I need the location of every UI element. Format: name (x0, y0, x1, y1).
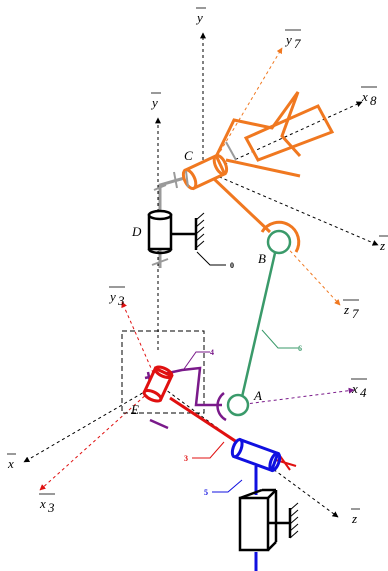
detail-box (121, 330, 205, 414)
svg-text:y: y (150, 95, 158, 110)
red-link (142, 365, 297, 471)
svg-text:x: x (7, 456, 14, 471)
axis-label-x4: x 4 (351, 378, 367, 400)
svg-text:z: z (343, 302, 349, 317)
leader-part-3 (192, 441, 225, 459)
axis-x3 (39, 383, 159, 491)
prismatic-base (238, 488, 292, 552)
part-number-0: 0 (230, 261, 234, 270)
point-label-b: B (258, 251, 266, 266)
svg-text:8: 8 (370, 93, 377, 108)
svg-text:y: y (108, 289, 116, 304)
svg-text:7: 7 (294, 36, 301, 51)
point-label-d: D (131, 224, 142, 239)
axis-label-y-top: y (195, 7, 206, 25)
svg-text:x: x (351, 381, 358, 396)
orange-link (181, 91, 335, 253)
axis-x-left (23, 383, 159, 463)
point-label-e: E (130, 402, 139, 417)
point-label-c: C (184, 148, 193, 163)
svg-text:x: x (361, 89, 368, 104)
svg-text:4: 4 (360, 385, 367, 400)
ground-d-hatch (195, 212, 205, 249)
axis-label-x3: x 3 (39, 493, 55, 515)
leader-part-5 (212, 479, 243, 493)
axis-y3 (121, 301, 159, 385)
axis-label-z-right: z (379, 235, 388, 253)
part-number-6: 6 (298, 344, 302, 353)
leader-part-4 (183, 351, 210, 370)
svg-text:x: x (39, 496, 46, 511)
point-label-a: A (253, 388, 262, 403)
axis-z-bottom (157, 383, 339, 518)
axis-label-z7: z 7 (343, 299, 359, 321)
axis-x8 (207, 101, 363, 173)
green-link (226, 229, 292, 417)
svg-text:y: y (284, 32, 292, 47)
axis-label-y7: y 7 (284, 29, 301, 51)
axis-label-x8: x 8 (361, 86, 377, 108)
axis-z-right (207, 171, 379, 246)
svg-text:3: 3 (47, 500, 55, 515)
axis-x4 (237, 387, 355, 406)
part-number-3: 3 (184, 454, 188, 463)
svg-text:y: y (195, 10, 203, 25)
svg-text:z: z (351, 511, 357, 526)
part-number-4: 4 (210, 348, 214, 357)
leader-part-6 (261, 329, 298, 349)
svg-text:7: 7 (352, 306, 359, 321)
svg-text:z: z (379, 238, 385, 253)
axis-label-y3: y 3 (108, 286, 125, 308)
axis-label-x-left: x (7, 453, 16, 471)
axis-label-y-mid: y (150, 92, 161, 110)
axis-z7 (281, 241, 341, 306)
part-number-5: 5 (204, 488, 208, 497)
ground-base-hatch (289, 502, 299, 539)
blue-link (230, 437, 282, 571)
axis-label-z-bottom: z (351, 508, 360, 526)
leader-part-0 (196, 251, 226, 266)
pivot-d-cylinder (147, 200, 198, 255)
svg-text:3: 3 (117, 293, 125, 308)
gray-link (151, 171, 189, 268)
